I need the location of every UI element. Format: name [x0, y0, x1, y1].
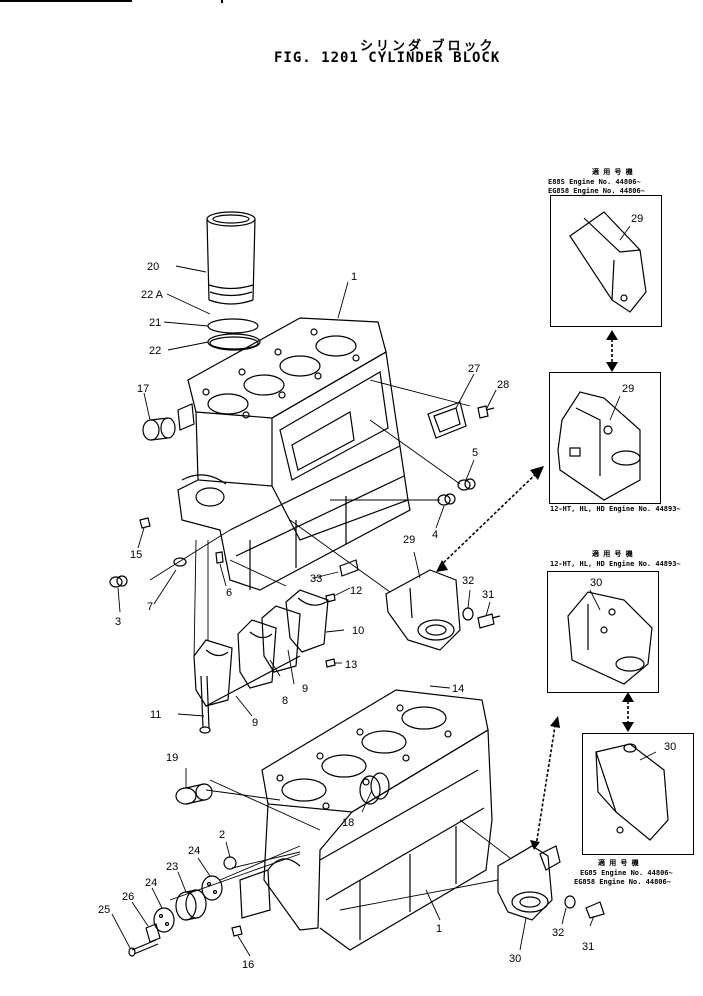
- callout-11: 11: [150, 709, 161, 721]
- cover-24-right: [201, 875, 223, 901]
- callout-33: 33: [310, 573, 322, 585]
- callout-26: 26: [122, 891, 134, 903]
- callout-3: 3: [115, 616, 121, 628]
- callout-15: 15: [130, 549, 142, 561]
- bolt-11: [199, 675, 211, 734]
- pin-15: [139, 517, 151, 529]
- cylinder-block-lower-1: [239, 689, 493, 951]
- figure-title: FIG. 1201 CYLINDER BLOCK: [274, 50, 501, 66]
- bracket-29-detail-top: [569, 211, 647, 313]
- callout-29-panel-top: 29: [631, 213, 643, 225]
- bracket-30-detail-upper: [567, 591, 653, 685]
- callout-9-right: 9: [302, 683, 308, 695]
- bolt-31-lower: [585, 901, 605, 919]
- plug-3: [109, 575, 128, 588]
- plug-4: [437, 493, 456, 506]
- applicability-mid2: 12-HT, HL, HD Engine No. 44893~: [550, 560, 681, 568]
- callout-22: 22: [149, 345, 161, 357]
- callout-5: 5: [472, 447, 478, 459]
- applicability-bot-jp: 適 用 号 機: [598, 858, 639, 867]
- bracket-29-detail-lower: [557, 391, 641, 501]
- arrow-heads: [436, 330, 634, 850]
- callout-31-lower: 31: [582, 941, 594, 953]
- bolt-25: [128, 939, 159, 957]
- applicability-top-jp: 適 用 号 機: [592, 167, 633, 176]
- callout-13: 13: [345, 659, 357, 671]
- clamp-26: [145, 923, 161, 943]
- callout-21: 21: [149, 317, 161, 329]
- callout-23: 23: [166, 861, 178, 873]
- callout-6: 6: [226, 587, 232, 599]
- bushing-19: [175, 783, 213, 805]
- bolt-31: [477, 613, 501, 629]
- applicability-bot-line2: EG858 Engine No. 44806~: [574, 878, 671, 886]
- mounting-bracket-29: [385, 569, 461, 651]
- callout-24-right: 24: [188, 845, 200, 857]
- callout-16: 16: [242, 959, 254, 971]
- applicability-top-line2: EG858 Engine No. 44806~: [548, 187, 645, 195]
- applicability-bot-line1: EG85 Engine No. 44806~: [580, 869, 673, 877]
- callout-2: 2: [219, 829, 225, 841]
- callout-28: 28: [497, 379, 509, 391]
- callout-18: 18: [342, 817, 354, 829]
- callout-8: 8: [282, 695, 288, 707]
- callout-32-lower: 32: [552, 927, 564, 939]
- callout-19: 19: [166, 752, 178, 764]
- pin-6: [215, 551, 224, 564]
- cover-24-left: [153, 907, 175, 933]
- applicability-mid2-jp: 適 用 号 機: [592, 549, 633, 558]
- callout-1-lower: 1: [436, 923, 442, 935]
- mounting-bracket-30: [497, 845, 561, 921]
- callout-29-center: 29: [403, 534, 415, 546]
- callout-30-lower: 30: [509, 953, 521, 965]
- bolt-28: [477, 405, 495, 419]
- washer-32: [462, 607, 474, 621]
- callout-14: 14: [452, 683, 464, 695]
- panel-bracket-29-top: [550, 195, 662, 327]
- callout-17: 17: [137, 383, 149, 395]
- callout-7: 7: [147, 601, 153, 613]
- dowel-33: [339, 559, 359, 577]
- callout-9-left: 9: [252, 717, 258, 729]
- callout-12: 12: [350, 585, 362, 597]
- gasket-27: [427, 401, 467, 439]
- panel-bracket-30-lower: [582, 733, 694, 855]
- callout-24-left: 24: [145, 877, 157, 889]
- washer-32-lower: [564, 895, 576, 909]
- plug-7: [173, 557, 187, 567]
- callout-27: 27: [468, 363, 480, 375]
- cover-23: [175, 889, 207, 921]
- callout-10: 10: [352, 625, 364, 637]
- callout-29-panel-lower: 29: [622, 383, 634, 395]
- panel-bracket-29-lower: [549, 372, 661, 504]
- top-border-tick: [221, 0, 223, 3]
- cylinder-liner-20: [206, 211, 256, 305]
- o-ring-21: [207, 318, 259, 334]
- bracket-30-detail-lower: [595, 743, 669, 841]
- callout-32-upper: 32: [462, 575, 474, 587]
- plug-17: [142, 417, 176, 441]
- callout-4: 4: [432, 529, 438, 541]
- pins-12-13: [325, 593, 336, 668]
- panel-bracket-30-upper: [547, 571, 659, 693]
- callout-31-upper: 31: [482, 589, 494, 601]
- plug-5: [457, 478, 476, 491]
- callout-30-panel-upper: 30: [590, 577, 602, 589]
- main-bearing-caps: [193, 589, 329, 707]
- leader-lines: [111, 225, 657, 957]
- title-japanese: シリンダ ブロック: [360, 39, 496, 54]
- o-ring-22: [207, 333, 261, 351]
- top-border-line: [0, 0, 132, 2]
- cylinder-block-upper-1: [177, 317, 411, 591]
- callout-20: 20: [147, 261, 159, 273]
- callout-30-panel-lower: 30: [664, 741, 676, 753]
- callout-1-upper: 1: [351, 271, 357, 283]
- pin-16: [231, 925, 243, 937]
- applicability-top-line1: E88S Engine No. 44806~: [548, 178, 641, 186]
- reference-arrows: [439, 334, 629, 847]
- callout-25: 25: [98, 904, 110, 916]
- callout-22a: 22 A: [141, 289, 164, 301]
- applicability-mid1: 12-HT, HL, HD Engine No. 44893~: [550, 505, 681, 513]
